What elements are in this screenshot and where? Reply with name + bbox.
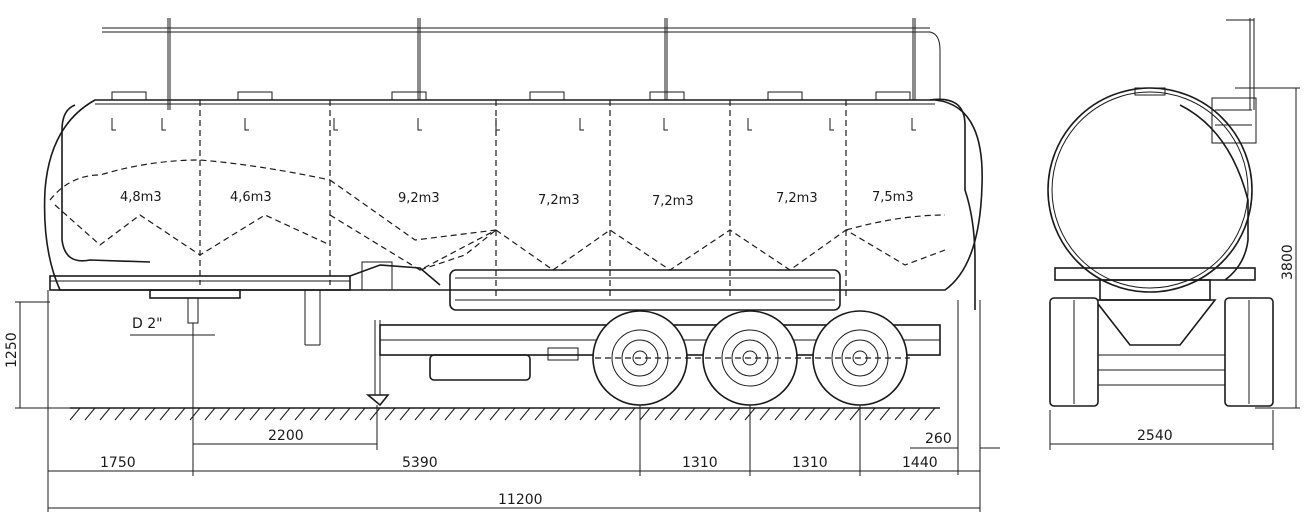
side-dimensions: 1250 D 2" 2200 260 1750 5390 1310 1310 1… [4, 290, 1000, 512]
compartment-3-volume: 9,2m3 [398, 191, 440, 206]
chassis-frame [49, 261, 941, 407]
compartment-7-volume: 7,5m3 [872, 190, 914, 205]
rear-tank-circle [1047, 87, 1253, 293]
compartment-4-volume: 7,2m3 [538, 193, 580, 208]
handrail [102, 18, 941, 110]
hopper-cones [49, 159, 946, 271]
dim-kingpin: D 2" [132, 316, 163, 332]
compartment-1-volume: 4,8m3 [120, 190, 162, 205]
dim-height-hitch: 1250 [4, 332, 20, 368]
manholes [111, 91, 911, 101]
compartment-2-volume: 4,6m3 [230, 190, 272, 205]
dim-rear-overhang: 1440 [902, 455, 938, 471]
wheels [592, 310, 910, 406]
rear-dimensions: 2540 3800 [1049, 87, 1300, 450]
front-pipe [61, 104, 151, 263]
rear-view [1047, 18, 1274, 407]
compartment-5-volume: 7,2m3 [652, 194, 694, 209]
dim-rear-gap: 260 [925, 431, 952, 447]
tank-shell [43, 99, 983, 291]
dim-width: 2540 [1137, 428, 1173, 444]
compartment-labels: 4,8m3 4,6m3 9,2m3 7,2m3 7,2m3 7,2m3 7,5m… [120, 190, 914, 209]
rear-pipe [929, 98, 976, 310]
compartment-6-volume: 7,2m3 [776, 191, 818, 206]
dim-total-height: 3800 [1280, 244, 1296, 280]
dim-hitch-to-support: 2200 [268, 428, 304, 444]
top-brackets [111, 118, 916, 131]
side-view: 4,8m3 4,6m3 9,2m3 7,2m3 7,2m3 7,2m3 7,5m… [43, 18, 983, 421]
dim-front-overhang: 1750 [100, 455, 136, 471]
compartment-partitions [199, 100, 847, 300]
ground-line [69, 407, 940, 421]
dim-wheelbase-main: 5390 [402, 455, 438, 471]
dim-axle-spacing-1: 1310 [682, 455, 718, 471]
dim-total-length: 11200 [498, 492, 543, 508]
kingpin [187, 297, 199, 335]
dim-axle-spacing-2: 1310 [792, 455, 828, 471]
